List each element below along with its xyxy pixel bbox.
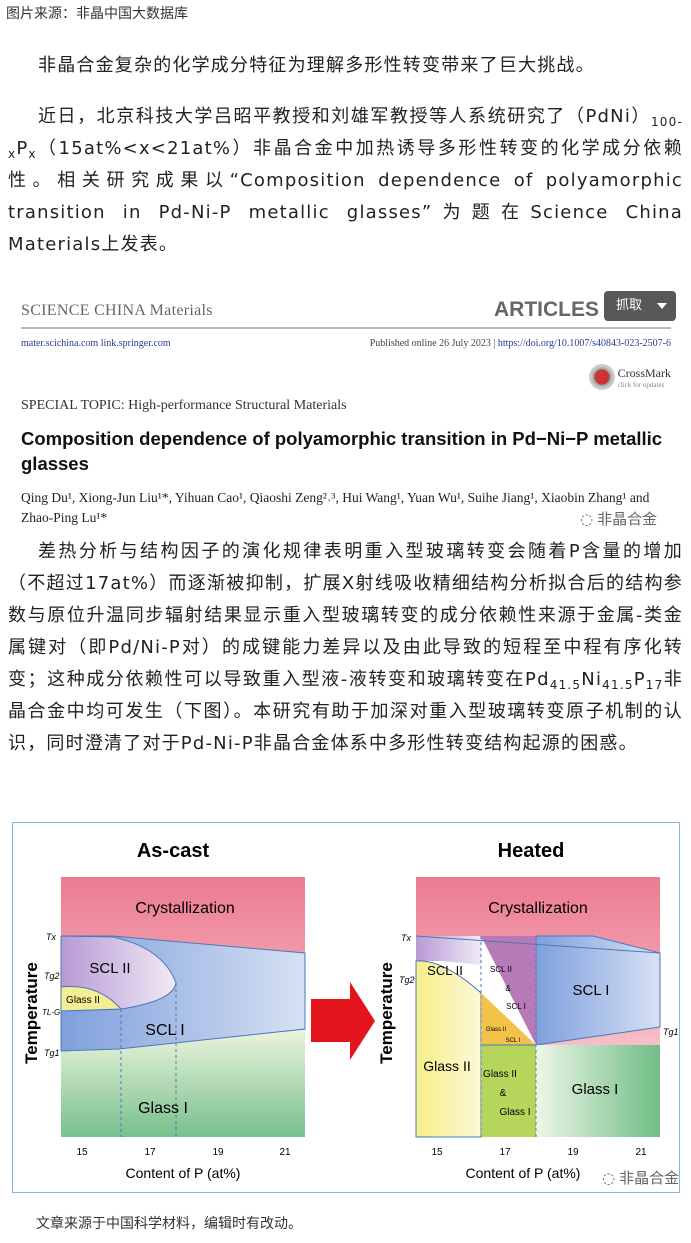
mixed-label: SCL I [506,1002,526,1011]
x-tick: 15 [431,1147,443,1158]
articles-label: ARTICLES [494,298,599,321]
tx-label: Tx [46,932,56,942]
paper-authors: Qing Du¹, Xiong-Jun Liu¹*, Yihuan Cao¹, … [21,490,650,525]
region-scl2: SCL II [89,960,130,977]
watermark: ◌非晶合金 [602,1169,680,1187]
x-tick: 21 [279,1147,291,1158]
phase-diagram-figure: As-cast Crystallization SCL II Glass II … [12,822,680,1193]
crossmark-icon [588,364,615,390]
tg2-label: Tg2 [44,971,60,981]
x-axis-label: Content of P (at%) [466,1165,581,1181]
wechat-icon: ◌ [602,1169,616,1187]
tg1-label: Tg1 [44,1048,60,1058]
mixed-label: SCL I [506,1038,521,1044]
image-source-caption: 图片来源：非晶中国大数据库 [6,6,188,22]
tlg-label: TL-G [42,1008,60,1017]
x-tick: 17 [499,1147,511,1158]
x-tick: 21 [635,1147,647,1158]
mixed-label: Glass II [483,1069,517,1080]
heated-title: Heated [498,840,565,862]
paragraph-research: 近日，北京科技大学吕昭平教授和刘雄军教授等人系统研究了（PdNi）100-xPx… [8,106,683,255]
region-crystallization: Crystallization [488,900,588,917]
divider [21,327,671,329]
region-glass2: Glass II [423,1058,470,1074]
mixed-label: SCL II [490,965,512,974]
mixed-label: Glass II [486,1027,507,1033]
region-glass1: Glass I [138,1100,188,1117]
region-scl1: SCL I [573,982,610,999]
arrow-icon [311,982,375,1060]
as-cast-title: As-cast [137,840,210,862]
heated-panel: Heated Crystallization SCL II SCL II & S… [377,840,679,1181]
y-axis-label: Temperature [377,962,396,1064]
publication-info: Published online 26 July 2023 | https://… [369,338,671,349]
x-tick: 15 [76,1147,88,1158]
region-crystallization: Crystallization [135,900,235,917]
x-tick: 19 [212,1147,224,1158]
wechat-icon: ◌ [580,510,594,528]
region-glass2: Glass II [66,995,100,1006]
tg1-label: Tg1 [663,1027,679,1037]
as-cast-panel: As-cast Crystallization SCL II Glass II … [22,840,306,1181]
region-scl2: SCL II [427,963,463,978]
doi-link: https://doi.org/10.1007/s40843-023-2507-… [497,338,671,349]
article-source-footer: 文章来源于中国科学材料，编辑时有改动。 [36,1216,302,1232]
paragraph-findings: 差热分析与结构因子的演化规律表明重入型玻璃转变会随着P含量的增加（不超过17at… [8,541,683,754]
region-scl1: SCL I [145,1022,184,1039]
x-tick: 17 [144,1147,156,1158]
region-glass1: Glass I [572,1081,619,1098]
mixed-label: & [500,1088,507,1099]
journal-name: SCIENCE CHINA Materials [21,302,213,319]
mixed-label: Glass I [499,1107,530,1118]
y-axis-label: Temperature [22,962,41,1064]
special-topic: SPECIAL TOPIC: High-performance Structur… [21,398,347,413]
x-axis-label: Content of P (at%) [126,1165,241,1181]
paper-header-image: SCIENCE CHINA Materials ARTICLES mater.s… [8,290,683,530]
tx-label: Tx [401,933,411,943]
x-tick: 19 [567,1147,579,1158]
watermark: ◌非晶合金 [580,510,658,528]
paragraph-intro: 非晶合金复杂的化学成分特征为理解多形性转变带来了巨大挑战。 [38,55,595,76]
grab-button[interactable]: 抓取 [604,291,676,321]
mixed-label: & [505,984,511,993]
tg2-label: Tg2 [399,975,415,985]
journal-links: mater.scichina.com link.springer.com [21,338,171,349]
paper-title: Composition dependence of polyamorphic t… [21,428,663,474]
